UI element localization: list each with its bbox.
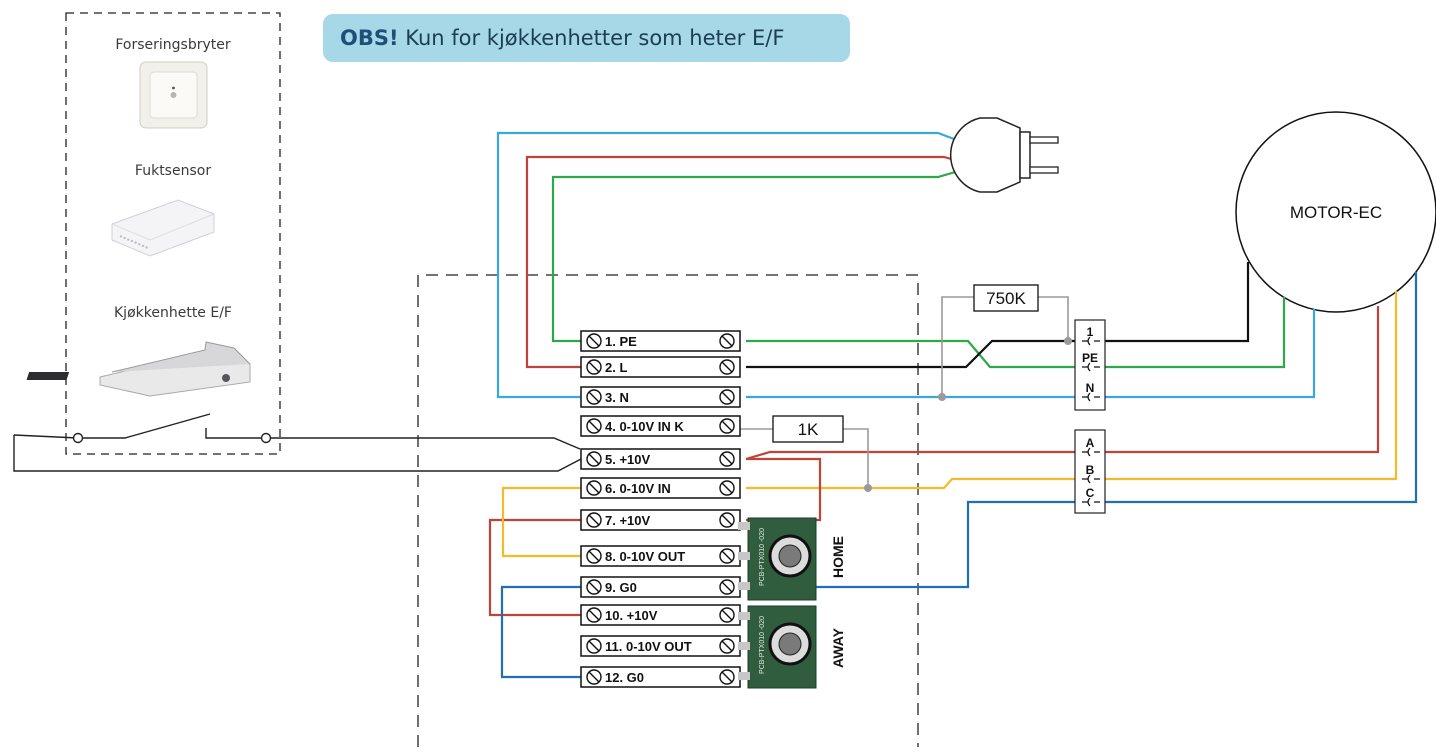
contact-mark xyxy=(1087,497,1091,507)
mains-plug xyxy=(949,117,1059,193)
terminal-4: 4. 0-10V IN K xyxy=(580,415,741,437)
terminal-3: 3. N xyxy=(580,386,741,408)
motor-block-1-labels: 1PE N xyxy=(1082,325,1100,402)
screw-icon xyxy=(586,512,602,528)
terminal-7: 7. +10V xyxy=(580,509,741,531)
junction-dot xyxy=(1064,337,1072,345)
motor-terminal-block-1 xyxy=(1074,319,1106,411)
screw-icon xyxy=(719,607,735,623)
terminal-label: 6. 0-10V IN xyxy=(605,481,671,496)
motor-terminal-block-2 xyxy=(1074,429,1106,514)
terminal-label: 2. L xyxy=(605,360,627,375)
contact-mark xyxy=(1087,362,1091,372)
svg-text:PCB-PTX010 -020: PCB-PTX010 -020 xyxy=(759,616,766,674)
screw-icon xyxy=(719,579,735,595)
contact-mark xyxy=(1087,336,1091,346)
terminal-label: 11. 0-10V OUT xyxy=(605,639,692,654)
contact-mark xyxy=(1087,392,1091,402)
terminal-label: 4. 0-10V IN K xyxy=(605,419,684,434)
terminal-1: 1. PE xyxy=(580,330,741,352)
obs-bold: OBS! xyxy=(340,26,399,50)
home-label: HOME xyxy=(830,536,846,578)
terminal-label: 1. PE xyxy=(605,334,637,349)
motor-ec xyxy=(1235,111,1436,313)
boost-switch-image xyxy=(139,61,208,129)
contact-mark xyxy=(1087,474,1091,484)
obs-text: Kun for kjøkkenhetter som heter E/F xyxy=(398,26,785,50)
resistor-750k-label: 750K xyxy=(986,289,1026,308)
terminal-label: 8. 0-10V OUT xyxy=(605,549,685,564)
terminal-9: 9. G0 xyxy=(580,576,741,598)
terminal-11: 11. 0-10V OUT xyxy=(580,635,741,657)
screw-icon xyxy=(586,607,602,623)
resistor-1k-label: 1K xyxy=(798,420,819,439)
terminal-label: 7. +10V xyxy=(605,513,651,528)
screw-icon xyxy=(719,638,735,654)
motor-terminal-label: A xyxy=(1086,436,1095,450)
kitchen-hood-label: Kjøkkenhette E/F xyxy=(114,305,232,321)
terminal-label: 9. G0 xyxy=(605,580,637,595)
screw-icon xyxy=(719,480,735,496)
mains-wires xyxy=(496,131,963,399)
boost-switch-label: Forseringsbryter xyxy=(115,37,231,53)
screw-icon xyxy=(719,333,735,349)
resistor-1k xyxy=(772,415,844,443)
switch-symbol xyxy=(13,413,582,472)
screw-icon xyxy=(586,579,602,595)
screw-icon xyxy=(586,418,602,434)
home-potentiometer: PCB-PTX010 -020 xyxy=(738,517,817,601)
away-potentiometer: PCB-PTX010 -020 xyxy=(738,605,817,689)
motor-terminal-label: C xyxy=(1086,486,1095,500)
motor-label: MOTOR-EC xyxy=(1290,203,1382,222)
screw-icon xyxy=(719,418,735,434)
terminal-label: 12. G0 xyxy=(605,670,644,685)
screw-icon xyxy=(719,359,735,375)
screw-icon xyxy=(586,359,602,375)
screw-icon xyxy=(586,669,602,685)
humidity-sensor-image xyxy=(111,199,215,257)
screw-icon xyxy=(719,669,735,685)
terminal-8: 8. 0-10V OUT xyxy=(580,545,741,567)
screw-icon xyxy=(586,389,602,405)
screw-icon xyxy=(719,389,735,405)
screw-icon xyxy=(586,638,602,654)
resistor-750k xyxy=(973,284,1039,312)
svg-text:PCB-PTX010 -020: PCB-PTX010 -020 xyxy=(759,528,766,586)
contact-mark xyxy=(1087,447,1091,457)
obs-note: OBS! Kun for kjøkkenhetter som heter E/F xyxy=(323,14,850,62)
junction-dot xyxy=(864,484,872,492)
away-label: AWAY xyxy=(830,627,846,668)
terminal-10: 10. +10V xyxy=(580,604,741,626)
terminal-label: 3. N xyxy=(605,390,629,405)
screw-icon xyxy=(586,480,602,496)
kitchen-hood-image xyxy=(26,341,251,397)
terminal-strip: 1. PE 2. L 3. N 4. 0-10V IN K 5. +10V 6. 0-10… xyxy=(580,330,741,688)
motor-terminal-label: N xyxy=(1086,381,1095,395)
terminal-5: 5. +10V xyxy=(580,448,741,470)
device-group-box xyxy=(65,12,281,455)
motor-terminal-label: 1 xyxy=(1087,325,1094,339)
terminal-label: 10. +10V xyxy=(605,608,658,623)
screw-icon xyxy=(719,512,735,528)
r1k-wiring xyxy=(740,428,869,488)
screw-icon xyxy=(586,333,602,349)
motor-block-2-labels: ABC xyxy=(1082,436,1100,507)
terminal-12: 12. G0 xyxy=(580,666,741,688)
humidity-sensor-label: Fuktsensor xyxy=(134,163,212,179)
terminal-2: 2. L xyxy=(580,356,741,378)
terminal-label: 5. +10V xyxy=(605,452,651,467)
screw-icon xyxy=(719,548,735,564)
screw-icon xyxy=(586,548,602,564)
screw-icon xyxy=(586,451,602,467)
terminal-6: 6. 0-10V IN xyxy=(580,477,741,499)
motor-wires xyxy=(745,262,1418,589)
screw-icon xyxy=(719,451,735,467)
controller-box xyxy=(417,274,919,747)
junction-dot xyxy=(938,393,946,401)
r750-wiring xyxy=(941,296,1069,397)
motor-terminal-label: B xyxy=(1086,463,1095,477)
motor-terminal-label: PE xyxy=(1082,351,1098,365)
